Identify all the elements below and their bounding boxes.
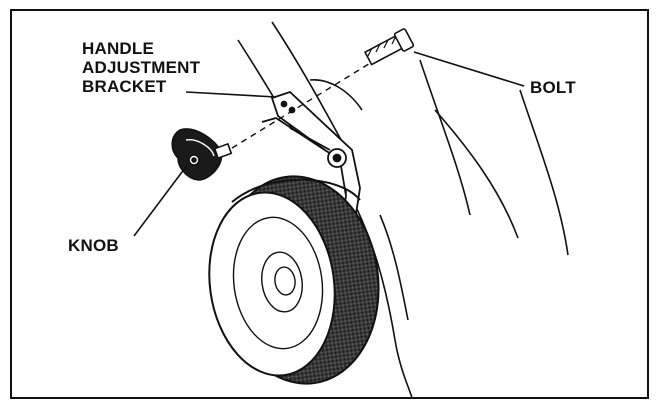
handle-label-line3: BRACKET xyxy=(82,77,200,96)
wheel xyxy=(198,166,392,394)
handle-adjustment-bracket-label: HANDLE ADJUSTMENT BRACKET xyxy=(82,39,200,96)
bolt-label: BOLT xyxy=(530,78,576,97)
bolt xyxy=(365,28,414,64)
bolt-leader-line xyxy=(414,52,524,86)
knob-label: KNOB xyxy=(68,236,119,255)
knob-leader-line xyxy=(134,164,188,236)
handle-label-line2: ADJUSTMENT xyxy=(82,58,200,77)
handle-label-line1: HANDLE xyxy=(82,39,200,58)
